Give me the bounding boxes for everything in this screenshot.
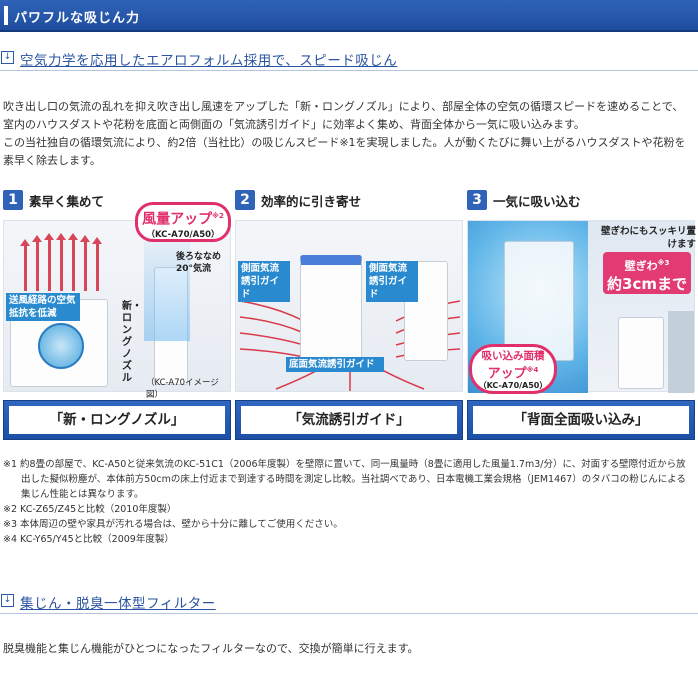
panel-caption: 「気流誘引ガイド」 (235, 400, 463, 440)
step-number: 2 (235, 190, 255, 210)
panel-illustration: 送風経路の空気抵抗を低減 後ろななめ20°気流 新・ロングノズル （KC-A70… (3, 220, 231, 400)
badge-footnote: ※2 (212, 212, 224, 220)
panel-title: 素早く集めて (29, 194, 105, 209)
wall-badge-footnote: ※3 (657, 259, 670, 267)
image-note: （KC-A70イメージ図） (146, 378, 219, 400)
airflow-arrow (56, 233, 66, 291)
section-paragraph-filter: 脱臭機能と集じん機能がひとつになったフィルターなので、交換が簡単に行えます。 (3, 642, 419, 655)
fan-icon (38, 323, 84, 369)
purifier-front-image (300, 255, 362, 365)
section-paragraph-1: 吹き出し口の気流の乱れを抑え吹き出し風速をアップした「新・ロングノズル」により、… (3, 100, 684, 131)
suction-area-badge: 吸い込み面積 アップ※4 （KC-A70/A50） (469, 344, 557, 394)
wall-badge-line2: 約3cmまで (607, 274, 687, 293)
footnote-1: ※1 約8畳の部屋で、KC-A50と従来気流のKC-51C1（2006年度製）を… (3, 459, 686, 500)
nozzle-label: 新・ロングノズル (122, 301, 142, 384)
airflow-arrow (80, 235, 90, 291)
feature-panel-2: 2 効率的に引き寄せ 側面気流誘引ガイド 側面気流誘引ガイド 底面気流誘引ガイド… (235, 188, 463, 440)
section-heading-filter: ↓ 集じん・脱臭一体型フィルター (0, 592, 698, 614)
feature-panel-3: 3 一気に吸い込む 壁ぎわにもスッキリ置けます 壁ぎわ※3 約3cmまで 吸い込… (467, 188, 696, 440)
title-marker (4, 6, 8, 25)
panel-title: 一気に吸い込む (493, 194, 581, 209)
badge-model: （KC-A70/A50） (146, 229, 220, 240)
step-number: 1 (3, 190, 23, 210)
airflow-arrow (92, 237, 102, 291)
badge-footnote: ※4 (526, 366, 539, 374)
chevron-down-icon: ↓ (1, 51, 14, 64)
airflow-arrow (44, 233, 54, 291)
feature-panel-1: 1 素早く集めて 送風経路の空気抵抗を低減 後ろななめ20°気流 新・ロングノズ… (3, 188, 231, 440)
footnote-2: ※2 KC-Z65/Z45と比較（2010年度製） (3, 504, 177, 515)
purifier-back-image (504, 241, 574, 361)
side-guide-label-right: 側面気流誘引ガイド (366, 261, 418, 302)
side-guide-label-left: 側面気流誘引ガイド (238, 261, 290, 302)
step-number: 3 (467, 190, 487, 210)
duct-label: 送風経路の空気抵抗を低減 (6, 293, 80, 321)
footnote-3: ※3 本体周辺の壁や家具が汚れる場合は、壁から十分に離してご使用ください。 (3, 519, 343, 530)
panel-title: 効率的に引き寄せ (261, 194, 362, 209)
bottom-guide-label: 底面気流誘引ガイド (286, 357, 384, 372)
footnote-4: ※4 KC-Y65/Y45と比較（2009年度製） (3, 534, 174, 545)
section-heading-aeroform: ↓ 空気力学を応用したエアロフォルム採用で、スピード吸じん (0, 49, 698, 71)
panel-caption: 「新・ロングノズル」 (3, 400, 231, 440)
page-title: パワフルな吸じん力 (14, 11, 141, 26)
badge-text: 風量アップ (142, 211, 213, 228)
airflow-arrow (20, 239, 30, 291)
footnotes: ※1 約8畳の部屋で、KC-A50と従来気流のKC-51C1（2006年度製）を… (3, 457, 695, 547)
wall-badge-line1: 壁ぎわ (624, 259, 658, 273)
section-paragraph-2: この当社独自の循環気流により、約2倍（当社比）の吸じんスピード※1を実現しました… (3, 136, 686, 167)
badge-text-1: 吸い込み面積 (481, 350, 545, 362)
airflow-up-badge: 風量アップ※2 （KC-A70/A50） (135, 202, 231, 242)
badge-model: （KC-A70/A50） (478, 381, 548, 391)
rear-airflow-label: 後ろななめ20°気流 (176, 252, 222, 274)
wall-distance-badge: 壁ぎわ※3 約3cmまで (603, 252, 691, 294)
badge-text-2: アップ (487, 366, 527, 382)
wall-label: 壁ぎわにもスッキリ置けます (600, 226, 696, 250)
panel-illustration: 側面気流誘引ガイド 側面気流誘引ガイド 底面気流誘引ガイド (235, 220, 463, 392)
caption-text: 「背面全面吸い込み」 (473, 406, 689, 434)
purifier-wall-image (618, 317, 664, 389)
caption-text: 「新・ロングノズル」 (9, 406, 225, 434)
wall-shape (668, 311, 694, 393)
panel-illustration: 壁ぎわにもスッキリ置けます (467, 220, 696, 393)
airflow-arrow (32, 235, 42, 291)
caption-text: 「気流誘引ガイド」 (241, 406, 457, 434)
chevron-down-icon: ↓ (1, 594, 14, 607)
airflow-arrow (68, 233, 78, 291)
panel-caption: 「背面全面吸い込み」 (467, 400, 695, 440)
airflow-shape (144, 241, 190, 341)
page-title-bar: パワフルな吸じん力 (0, 0, 698, 32)
section-heading-text[interactable]: 空気力学を応用したエアロフォルム採用で、スピード吸じん (20, 53, 398, 69)
section-heading-text[interactable]: 集じん・脱臭一体型フィルター (20, 596, 216, 612)
